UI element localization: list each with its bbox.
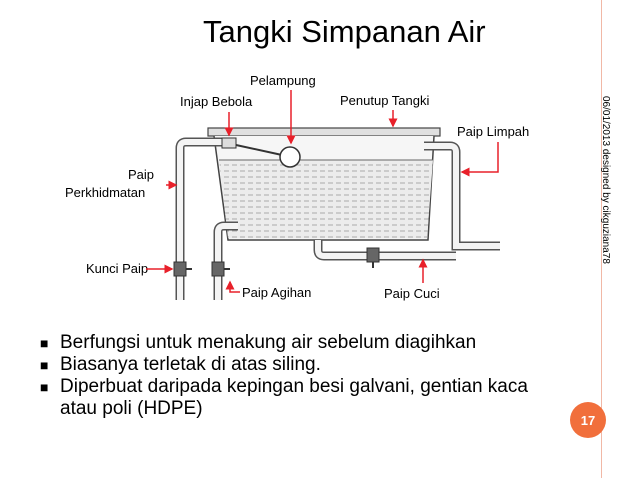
bullet-text: Biasanya terletak di atas siling. (60, 354, 321, 375)
bullet-icon: ■ (40, 357, 49, 373)
bullet-icon: ■ (40, 335, 49, 351)
arrow-paip-limpah (460, 142, 499, 177)
slide-title: Tangki Simpanan Air (203, 14, 486, 49)
service-pipe-valve (173, 261, 187, 277)
label-penutup-tangki: Penutup Tangki (340, 93, 429, 108)
label-pelampung: Pelampung (250, 73, 316, 88)
bullet-item-continued: atau poli (HDPE) (40, 398, 600, 420)
bullet-list: ■ Berfungsi untuk menakung air sebelum d… (40, 332, 600, 420)
label-paip-perkhidmatan-line2: Perkhidmatan (65, 185, 145, 200)
bullet-item: ■ Berfungsi untuk menakung air sebelum d… (40, 332, 600, 354)
page-number-badge: 17 (570, 402, 606, 438)
label-paip-limpah: Paip Limpah (457, 124, 529, 139)
label-kunci-paip: Kunci Paip (86, 261, 148, 276)
bullet-text: atau poli (HDPE) (60, 398, 203, 419)
arrow-paip-agihan (225, 280, 240, 293)
label-paip-agihan: Paip Agihan (242, 285, 311, 300)
label-injap-bebola: Injap Bebola (180, 94, 253, 109)
label-paip-cuci: Paip Cuci (384, 286, 440, 301)
bullet-icon: ■ (40, 379, 49, 395)
margin-line (601, 0, 602, 478)
bullet-item: ■ Biasanya terletak di atas siling. (40, 354, 600, 376)
washout-valve (366, 247, 380, 263)
bullet-item: ■ Diperbuat daripada kepingan besi galva… (40, 376, 600, 398)
label-paip-perkhidmatan-line1: Paip (128, 167, 154, 182)
bullet-text: Diperbuat daripada kepingan besi galvani… (60, 376, 528, 397)
bullet-text: Berfungsi untuk menakung air sebelum dia… (60, 332, 477, 353)
overflow-pipe (424, 141, 500, 251)
ball-valve (221, 137, 237, 149)
tank-lid (207, 127, 441, 137)
tank-water (219, 160, 433, 238)
float-ball (279, 146, 301, 168)
distribution-pipe-valve (211, 261, 225, 277)
